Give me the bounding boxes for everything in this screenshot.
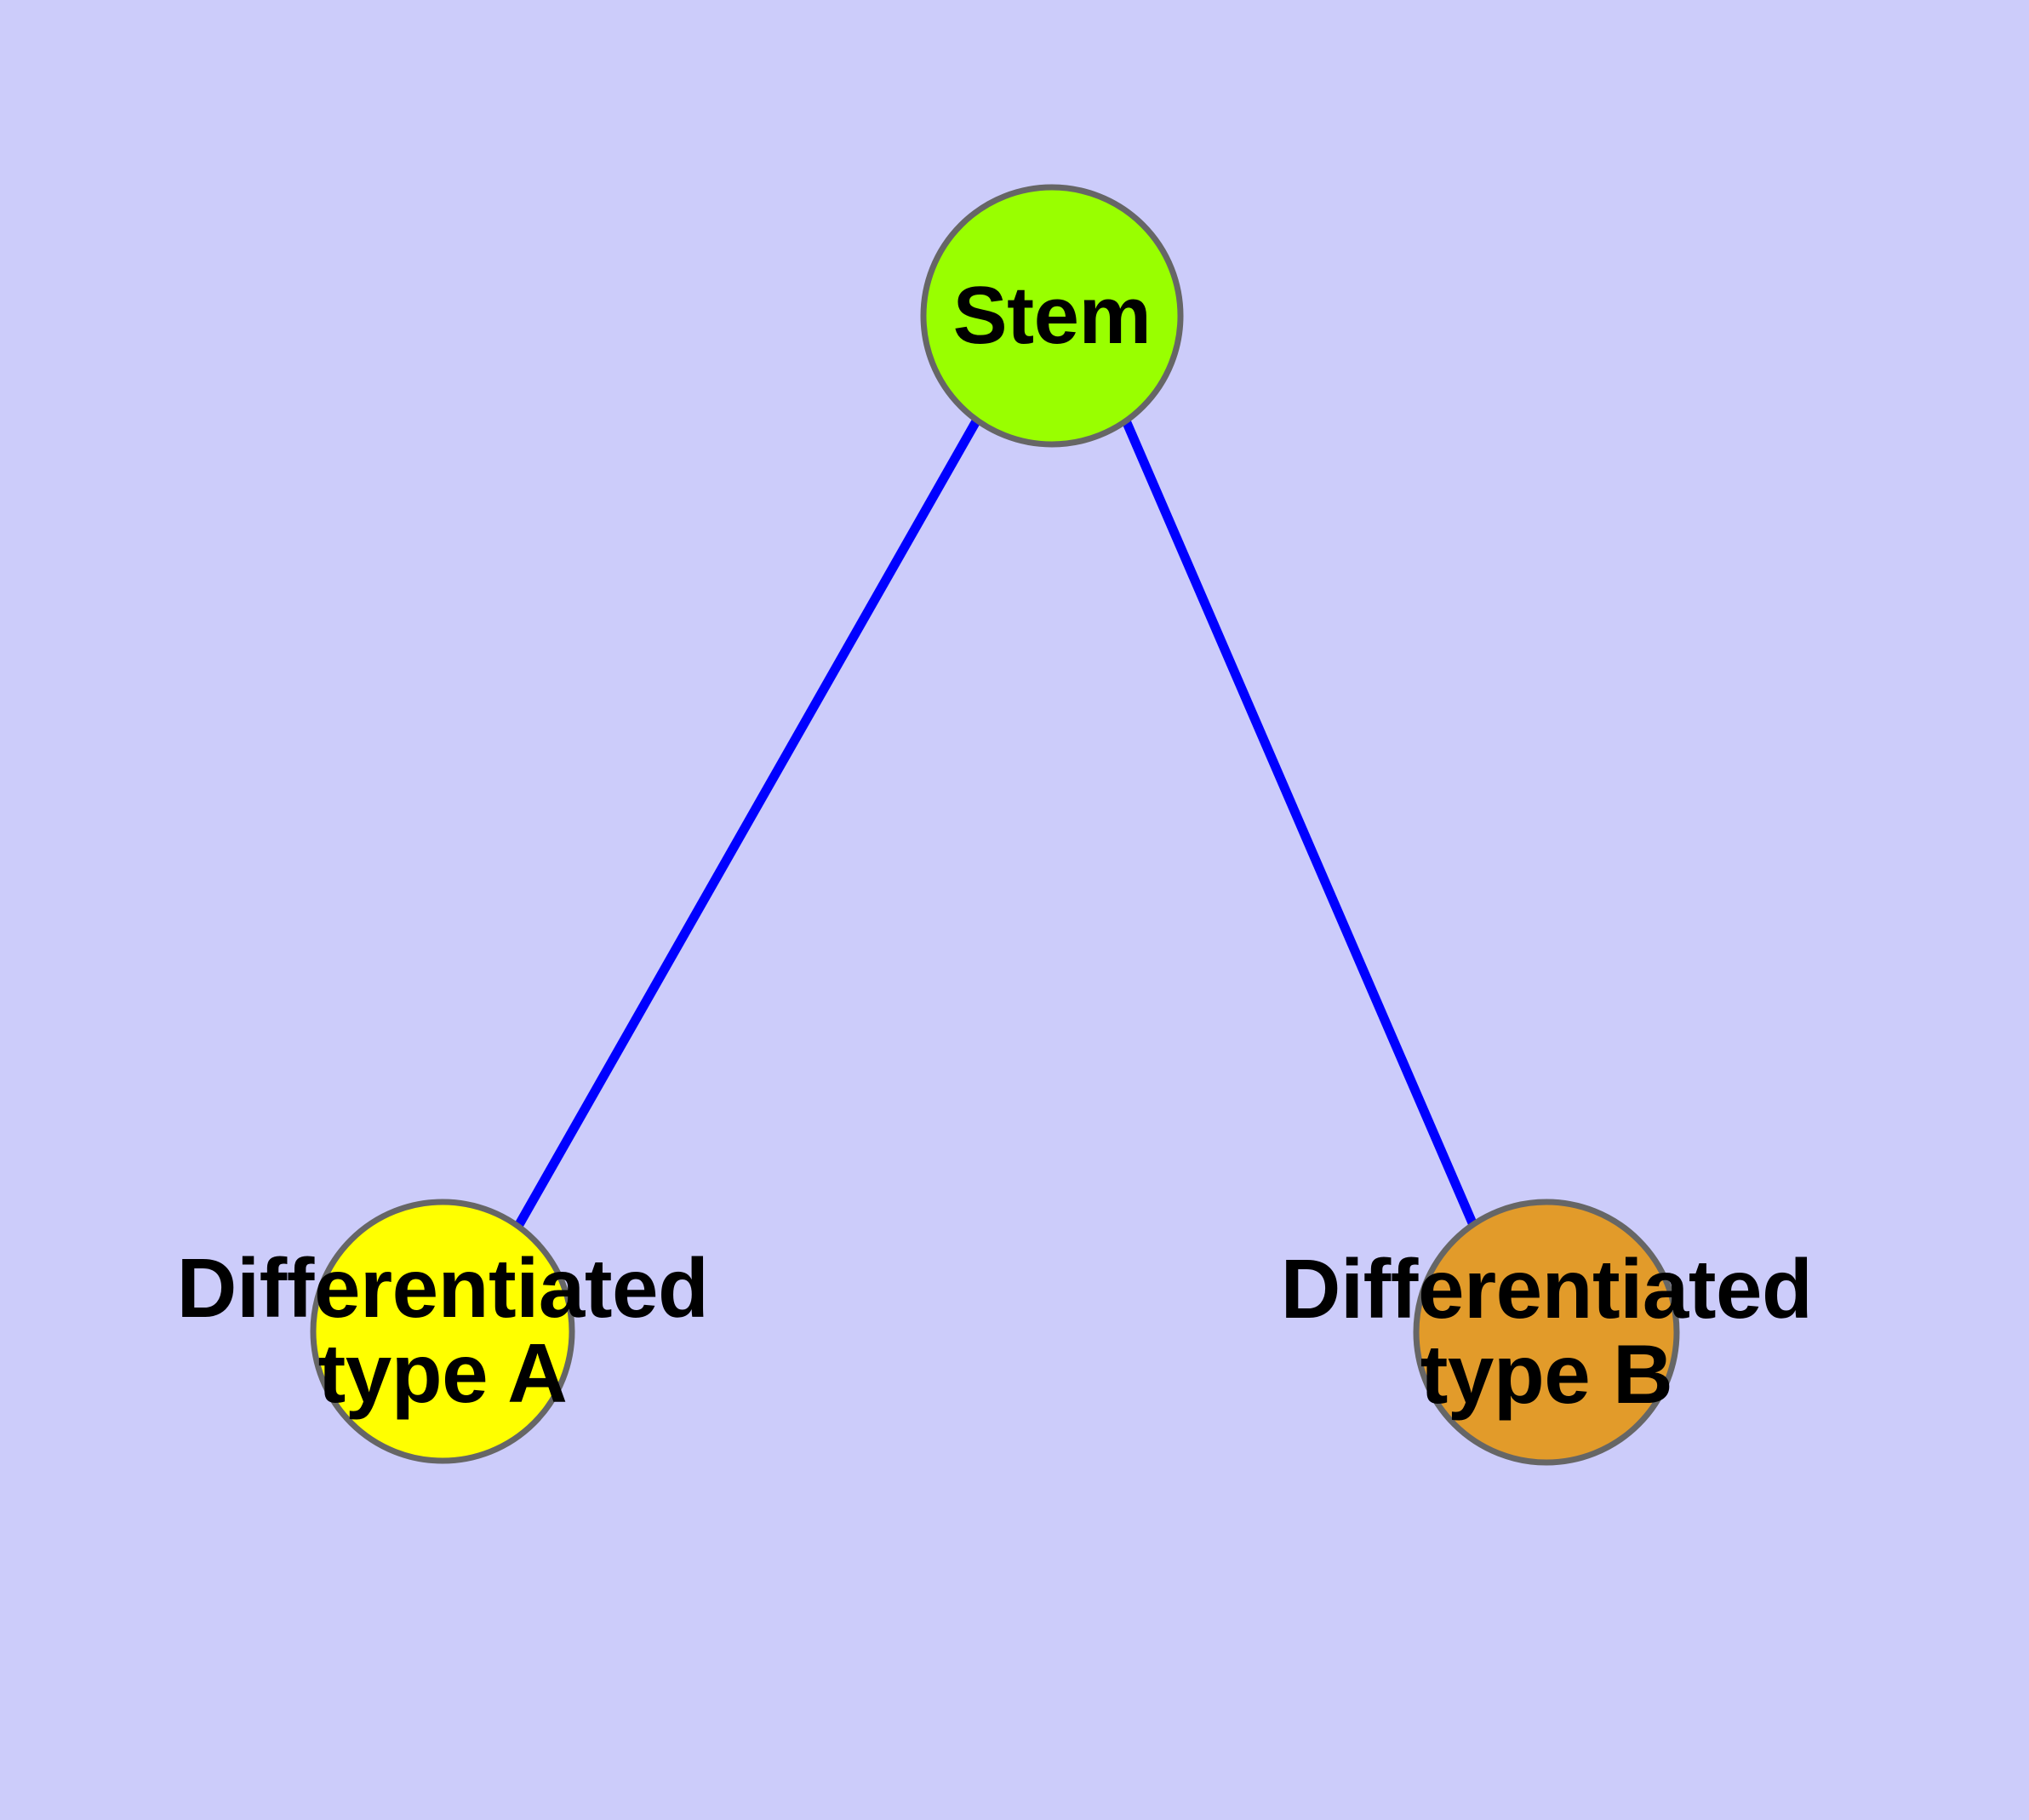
graph-edge bbox=[513, 417, 981, 1230]
graph-edge bbox=[1120, 416, 1478, 1228]
graph-node-stem[interactable] bbox=[920, 184, 1184, 448]
nodes-group bbox=[310, 184, 1680, 1466]
graph-node-diff-a[interactable] bbox=[310, 1199, 575, 1464]
edges-group bbox=[513, 416, 1478, 1230]
graph-node-diff-b[interactable] bbox=[1413, 1199, 1680, 1466]
